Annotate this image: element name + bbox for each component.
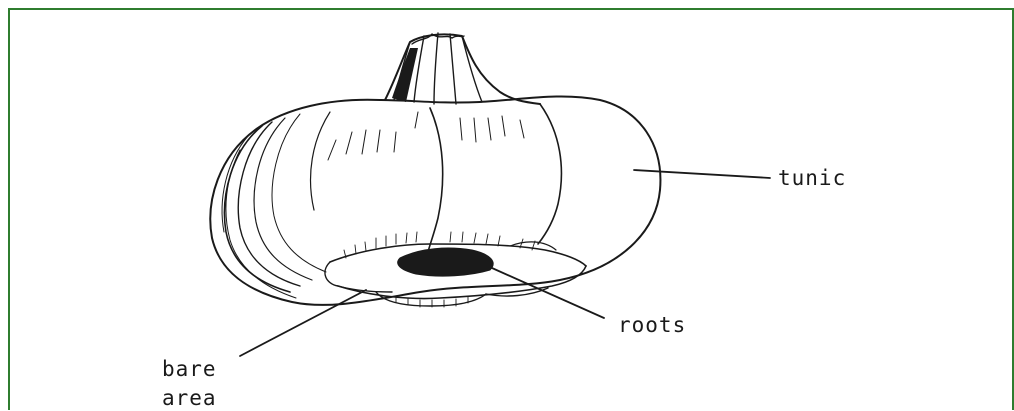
neck-fiber-4 <box>450 34 456 104</box>
label-tunic: tunic <box>778 165 846 191</box>
bulb-left-layer-6 <box>226 150 296 298</box>
clove-division-center <box>428 108 443 252</box>
leader-line-tunic <box>634 170 770 178</box>
root-plate-dark <box>398 248 493 276</box>
neck-fiber-2 <box>414 36 424 102</box>
neck-fiber-3 <box>434 33 438 104</box>
label-roots: roots <box>618 312 686 338</box>
label-bare-area-line1: bare <box>162 356 217 382</box>
base-lobe-left <box>325 262 392 292</box>
clove-division-left <box>311 112 330 210</box>
leader-line-bare-area <box>240 290 366 356</box>
bulb-left-layer-2 <box>238 122 300 286</box>
shade-hatch <box>328 112 524 160</box>
clove-division-right <box>538 104 561 244</box>
label-bare-area-line2: area <box>162 385 217 411</box>
